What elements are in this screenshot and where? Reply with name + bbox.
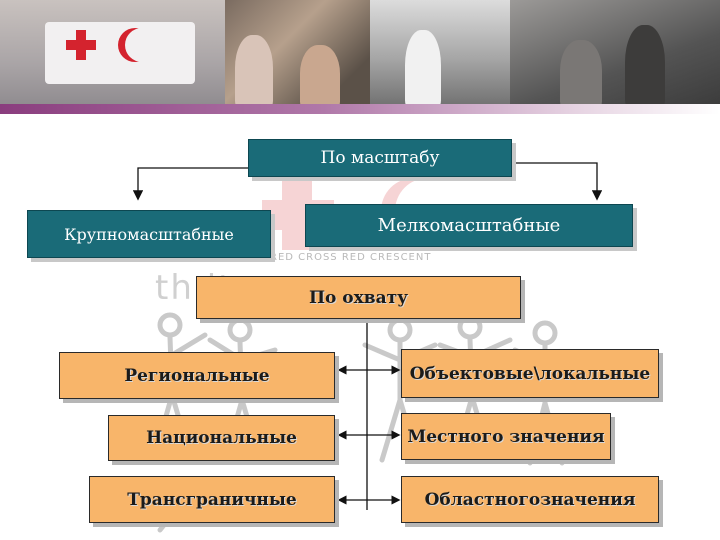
box-transboundary: Трансграничные [89,476,335,523]
banner-figure [560,40,602,108]
box-national: Национальные [108,415,335,461]
banner-figure [235,35,273,108]
red-cross-icon [66,40,96,50]
watermark-caption: RED CROSS RED CRESCENT [270,252,432,263]
box-regional: Региональные [59,352,335,399]
box-large-scale: Крупномасштабные [27,210,271,258]
banner-figure [405,30,441,108]
banner-figure [300,45,340,108]
box-by-coverage: По охвату [196,276,521,319]
box-object-local: Объектовые\локальные [401,349,659,398]
box-local-significance: Местного значения [401,413,611,460]
header-banner [0,0,720,108]
banner-stripe [0,104,720,114]
box-small-scale: Мелкомасштабные [305,204,633,247]
box-by-scale: По масштабу [248,139,512,177]
emblem-flag [45,22,195,84]
box-regional-significance: Областногозначения [401,476,659,523]
banner-figure [625,25,665,108]
banner-photo-crowd [510,0,720,108]
